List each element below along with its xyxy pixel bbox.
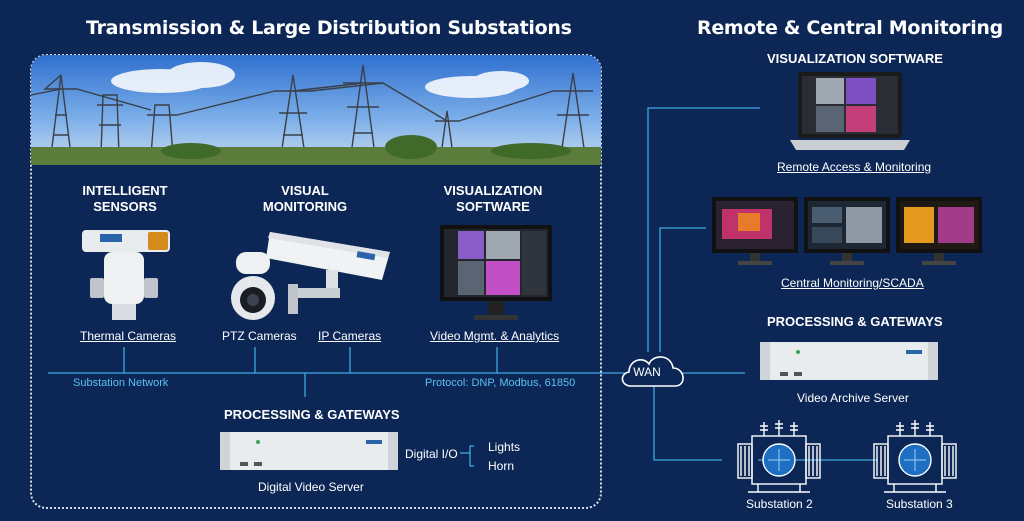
substation-3-icon <box>873 420 957 493</box>
substation-2-icon <box>737 420 821 493</box>
vms-label[interactable]: Video Mgmt. & Analytics <box>430 329 560 343</box>
substation-2-label: Substation 2 <box>746 497 813 511</box>
wan-label: WAN <box>633 365 661 379</box>
protocol-label: Protocol: DNP, Modbus, 61850 <box>425 377 576 389</box>
lights-label: Lights <box>488 440 521 454</box>
right-visualization-heading: VISUALIZATION SOFTWARE <box>767 51 943 66</box>
video-archive-server-icon <box>760 342 938 380</box>
video-archive-server-label: Video Archive Server <box>797 391 909 405</box>
ptz-camera-icon <box>231 252 275 320</box>
left-processing-heading: PROCESSING & GATEWAYS <box>224 407 400 422</box>
scada-monitors-icon <box>712 197 982 265</box>
substation-3-label: Substation 3 <box>886 497 953 511</box>
substation-photo <box>31 55 601 165</box>
digital-video-server-icon <box>220 432 398 470</box>
horn-label: Horn <box>488 459 515 473</box>
digital-video-server-label: Digital Video Server <box>258 480 364 494</box>
laptop-icon <box>790 72 910 150</box>
wan-to-central-line <box>659 227 706 352</box>
right-section-title: Remote & Central Monitoring <box>697 17 1003 39</box>
wan-cloud-icon <box>621 356 684 387</box>
central-monitoring-label[interactable]: Central Monitoring/SCADA <box>781 276 924 290</box>
ip-camera-icon <box>266 232 390 314</box>
right-processing-heading: PROCESSING & GATEWAYS <box>767 314 943 329</box>
vms-monitor-icon <box>440 225 552 320</box>
thermal-cameras-label[interactable]: Thermal Cameras <box>80 329 177 343</box>
ip-cameras-label[interactable]: IP Cameras <box>318 329 382 343</box>
left-section-title: Transmission & Large Distribution Substa… <box>86 17 572 39</box>
ptz-cameras-label: PTZ Cameras <box>222 329 297 343</box>
thermal-camera-icon <box>82 230 170 320</box>
remote-access-label[interactable]: Remote Access & Monitoring <box>777 160 932 174</box>
wan-to-substations-line <box>653 385 722 461</box>
substation-network-label: Substation Network <box>73 377 169 389</box>
digital-io-label: Digital I/O <box>405 447 458 461</box>
